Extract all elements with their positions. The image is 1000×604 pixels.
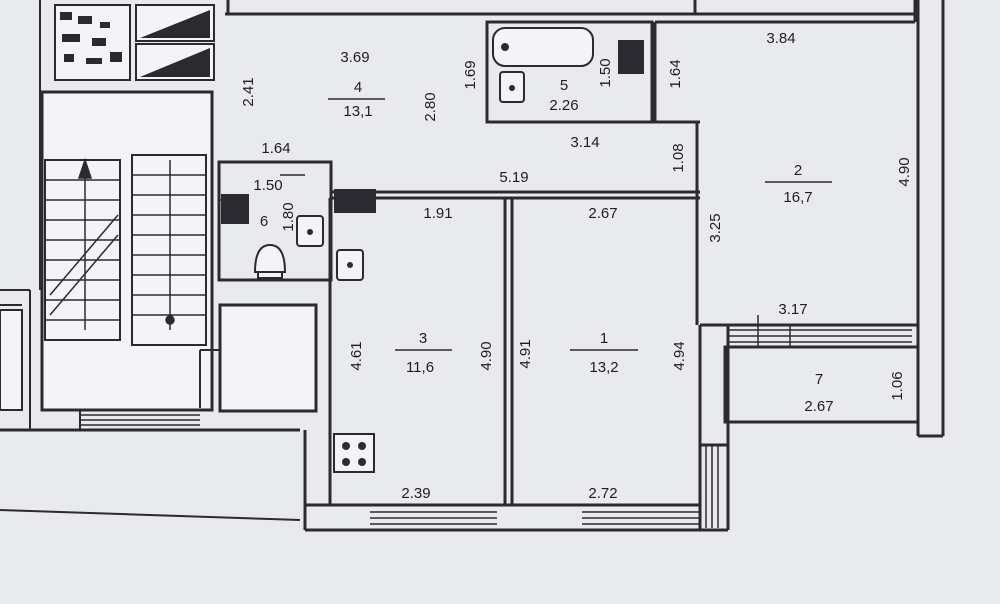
dimension-label: 2.67 [804,398,833,415]
apartment-walls [217,0,945,532]
dimension-labels: 3.69 2.41 2.80 1.69 2.26 1.50 1.64 3.14 … [240,30,913,502]
dimension-label: 2.41 [240,77,257,106]
window-frames [370,315,912,528]
room-number: 1 [600,330,608,347]
room-number: 5 [560,77,568,94]
dimension-label: 1.50 [597,58,614,87]
room-3-label: 3 11,6 [406,330,434,376]
room-area: 16,7 [783,189,812,206]
bathroom-sink [499,71,525,103]
toilet-fixtures [221,194,324,279]
stair-treads [45,157,206,330]
dimension-label: 1.69 [462,60,479,89]
room-5-label: 5 [560,77,568,94]
bathtub [492,27,594,67]
dimension-label: 3.84 [766,30,795,47]
room-number: 3 [419,330,427,347]
lobby-window [80,414,200,426]
room-4-label: 4 13,1 [343,79,372,120]
dimension-label: 1.91 [423,205,452,222]
dimension-label: 2.80 [422,92,439,121]
kitchen-fixtures [333,189,376,473]
dimension-label: 2.39 [401,485,430,502]
room-area: 13,2 [589,359,618,376]
room-2-label: 2 16,7 [783,162,812,206]
dimension-label: 4.90 [896,157,913,186]
dimension-label: 1.08 [670,143,687,172]
area-underlines [220,98,832,351]
dimension-label: 2.26 [549,97,578,114]
dimension-label: 3.25 [707,213,724,242]
dimension-label: 1.64 [667,59,684,88]
dimension-label: 1.80 [280,202,297,231]
dimension-label: 3.69 [340,49,369,66]
shaft-hatching [60,10,210,77]
room-6-label: 6 [260,213,268,230]
room-number: 6 [260,213,268,230]
dimension-label: 1.06 [889,371,906,400]
dimension-label: 4.94 [671,341,688,370]
room-number: 7 [815,371,823,388]
dimension-label: 2.67 [588,205,617,222]
dimension-label: 3.17 [778,301,807,318]
room-area: 11,6 [406,359,434,376]
dimension-label: 3.14 [570,134,599,151]
room-7-label: 7 [815,371,823,388]
dimension-label: 5.19 [499,169,528,186]
room-area: 13,1 [343,103,372,120]
washer [618,40,644,74]
dimension-label: 4.61 [348,341,365,370]
dimension-label: 1.50 [253,177,282,194]
dimension-label: 4.90 [478,341,495,370]
room-number: 4 [354,79,362,96]
room-number: 2 [794,162,802,179]
room-1-label: 1 13,2 [589,330,618,376]
dimension-label: 1.64 [261,140,290,157]
dimension-label: 4.91 [517,339,534,368]
dimension-label: 2.72 [588,485,617,502]
